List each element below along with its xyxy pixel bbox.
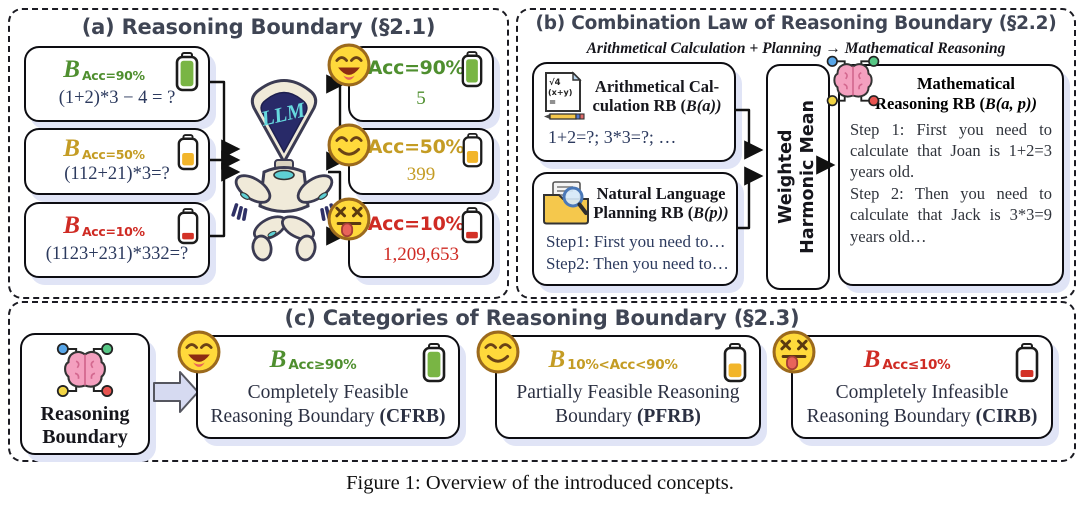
battery-low-icon	[461, 207, 483, 244]
battery-high-icon	[461, 51, 483, 88]
planning-step1: Step1: First you need to…	[546, 232, 726, 251]
block-arrow-icon	[153, 371, 199, 413]
boundary-symbol: B	[63, 134, 80, 162]
dead-emoji-icon	[327, 197, 371, 241]
battery-mid-icon	[462, 133, 483, 168]
combiner-label-line2: Harmonic Mean	[798, 100, 818, 254]
smile-emoji-icon	[476, 330, 520, 374]
grin-emoji-icon	[177, 330, 221, 374]
combiner-label-line1: Weighted	[776, 129, 797, 225]
math-title-line2: Reasoning RB (B(a, p))	[875, 93, 1037, 113]
output-box-acc50: Acc=50% 399	[327, 123, 494, 195]
battery-low-icon	[1015, 343, 1039, 383]
accuracy-label: Acc=50%	[367, 136, 465, 158]
arith-title-line1: Arithmetical Cal-	[594, 76, 720, 96]
panel-categories: (c) Categories of Reasoning Boundary (§2…	[8, 301, 1076, 462]
boundary-symbol: B	[863, 345, 881, 373]
source-label-line1: Reasoning	[40, 403, 130, 425]
boundary-symbol: B	[63, 211, 80, 239]
folder-magnifier-icon	[542, 180, 590, 226]
boundary-symbol: B	[693, 205, 704, 222]
panel-c-title: (c) Categories of Reasoning Boundary (§2…	[284, 306, 800, 330]
answer-value: 5	[416, 88, 426, 109]
category-box-cirb: B Acc≤10% Completely Infeasible Reasonin…	[772, 330, 1053, 439]
boundary-symbol: B	[269, 345, 287, 373]
boundary-symbol: B	[985, 95, 996, 113]
figure-caption: Figure 1: Overview of the introduced con…	[346, 472, 734, 494]
mathematical-reasoning-box: Mathematical Reasoning RB (B(a, p)) Step…	[826, 55, 1064, 286]
input-box-acc90: B Acc=90% (1+2)*3 − 4 = ?	[24, 46, 210, 122]
category-name: Completely Feasible Reasoning Boundary (…	[210, 382, 446, 428]
boundary-subscript: Acc=50%	[81, 146, 145, 162]
battery-high-icon	[422, 343, 446, 383]
boundary-subscript: Acc≥90%	[288, 357, 357, 373]
grin-emoji-icon	[327, 43, 371, 87]
panel-a-title: (a) Reasoning Boundary (§2.1)	[81, 15, 436, 39]
brain-network-icon	[56, 342, 114, 398]
input-equation: (1123+231)*332=?	[45, 244, 189, 264]
boundary-subscript: Acc=10%	[81, 223, 145, 239]
planning-title-line2: Planning RB (B(p))	[593, 203, 729, 222]
boundary-symbol: B	[686, 98, 697, 115]
boundary-subscript: Acc≤10%	[882, 357, 951, 373]
input-box-acc50: B Acc=50% (112+21)*3=?	[24, 128, 210, 195]
category-name: Completely Infeasible Reasoning Boundary…	[806, 382, 1038, 428]
math-step1: Step 1: First you need to calculate that…	[850, 119, 1052, 182]
input-box-acc10: B Acc=10% (1123+231)*332=?	[24, 202, 210, 278]
smile-emoji-icon	[327, 123, 371, 167]
source-label-line2: Boundary	[42, 426, 128, 448]
battery-mid-icon	[723, 343, 747, 383]
answer-value: 1,209,653	[383, 244, 459, 265]
output-box-acc90: Acc=90% 5	[327, 43, 494, 122]
input-equation: (112+21)*3=?	[64, 164, 170, 184]
planning-title-line1: Natural Language	[596, 183, 726, 203]
boundary-symbol: B	[63, 55, 80, 83]
boundary-subscript: 10%<Acc<90%	[567, 357, 678, 373]
boundary-symbol: B	[548, 345, 566, 373]
arithmetical-calculation-box: Arithmetical Cal- culation RB (B(a)) 1+2…	[532, 62, 736, 162]
battery-high-icon	[175, 52, 199, 92]
accuracy-label: Acc=90%	[367, 57, 465, 79]
panel-b-subtitle: Arithmetical Calculation + Planning → Ma…	[586, 40, 1006, 57]
input-equation: (1+2)*3 − 4 = ?	[58, 88, 176, 108]
battery-low-icon	[177, 208, 199, 245]
accuracy-label: Acc=10%	[367, 213, 465, 235]
math-title-line1: Mathematical	[916, 74, 1016, 93]
weighted-harmonic-mean-box: Weighted Harmonic Mean	[766, 64, 830, 290]
boundary-subscript: Acc=90%	[81, 67, 145, 83]
llm-robot-icon	[229, 79, 339, 263]
panel-b-title: (b) Combination Law of Reasoning Boundar…	[535, 13, 1057, 34]
calculation-note-icon	[543, 72, 585, 120]
answer-value: 399	[406, 164, 436, 185]
category-box-cfrb: B Acc≥90% Completely Feasible Reasoning …	[177, 330, 460, 439]
panel-combination-law: (b) Combination Law of Reasoning Boundar…	[516, 8, 1076, 299]
reasoning-boundary-box: Reasoning Boundary	[20, 333, 150, 455]
battery-mid-icon	[177, 134, 199, 171]
panel-reasoning-boundary: (a) Reasoning Boundary (§2.1) B Acc=90% …	[8, 8, 509, 299]
arith-title-line2: culation RB (B(a))	[592, 96, 722, 115]
planning-box: Natural Language Planning RB (B(p)) Step…	[532, 172, 738, 286]
dead-emoji-icon	[772, 330, 816, 374]
planning-step2: Step2: Then you need to…	[546, 254, 729, 274]
output-box-acc10: Acc=10% 1,209,653	[327, 197, 494, 278]
arith-examples: 1+2=?; 3*3=?; …	[548, 127, 677, 147]
brain-network-icon	[826, 55, 880, 107]
category-box-pfrb: B 10%<Acc<90% Partially Feasible Reasoni…	[476, 330, 761, 439]
math-step2: Step 2: Then you need to calculate that …	[850, 183, 1052, 246]
category-name: Partially Feasible Reasoning Boundary (P…	[516, 382, 740, 428]
